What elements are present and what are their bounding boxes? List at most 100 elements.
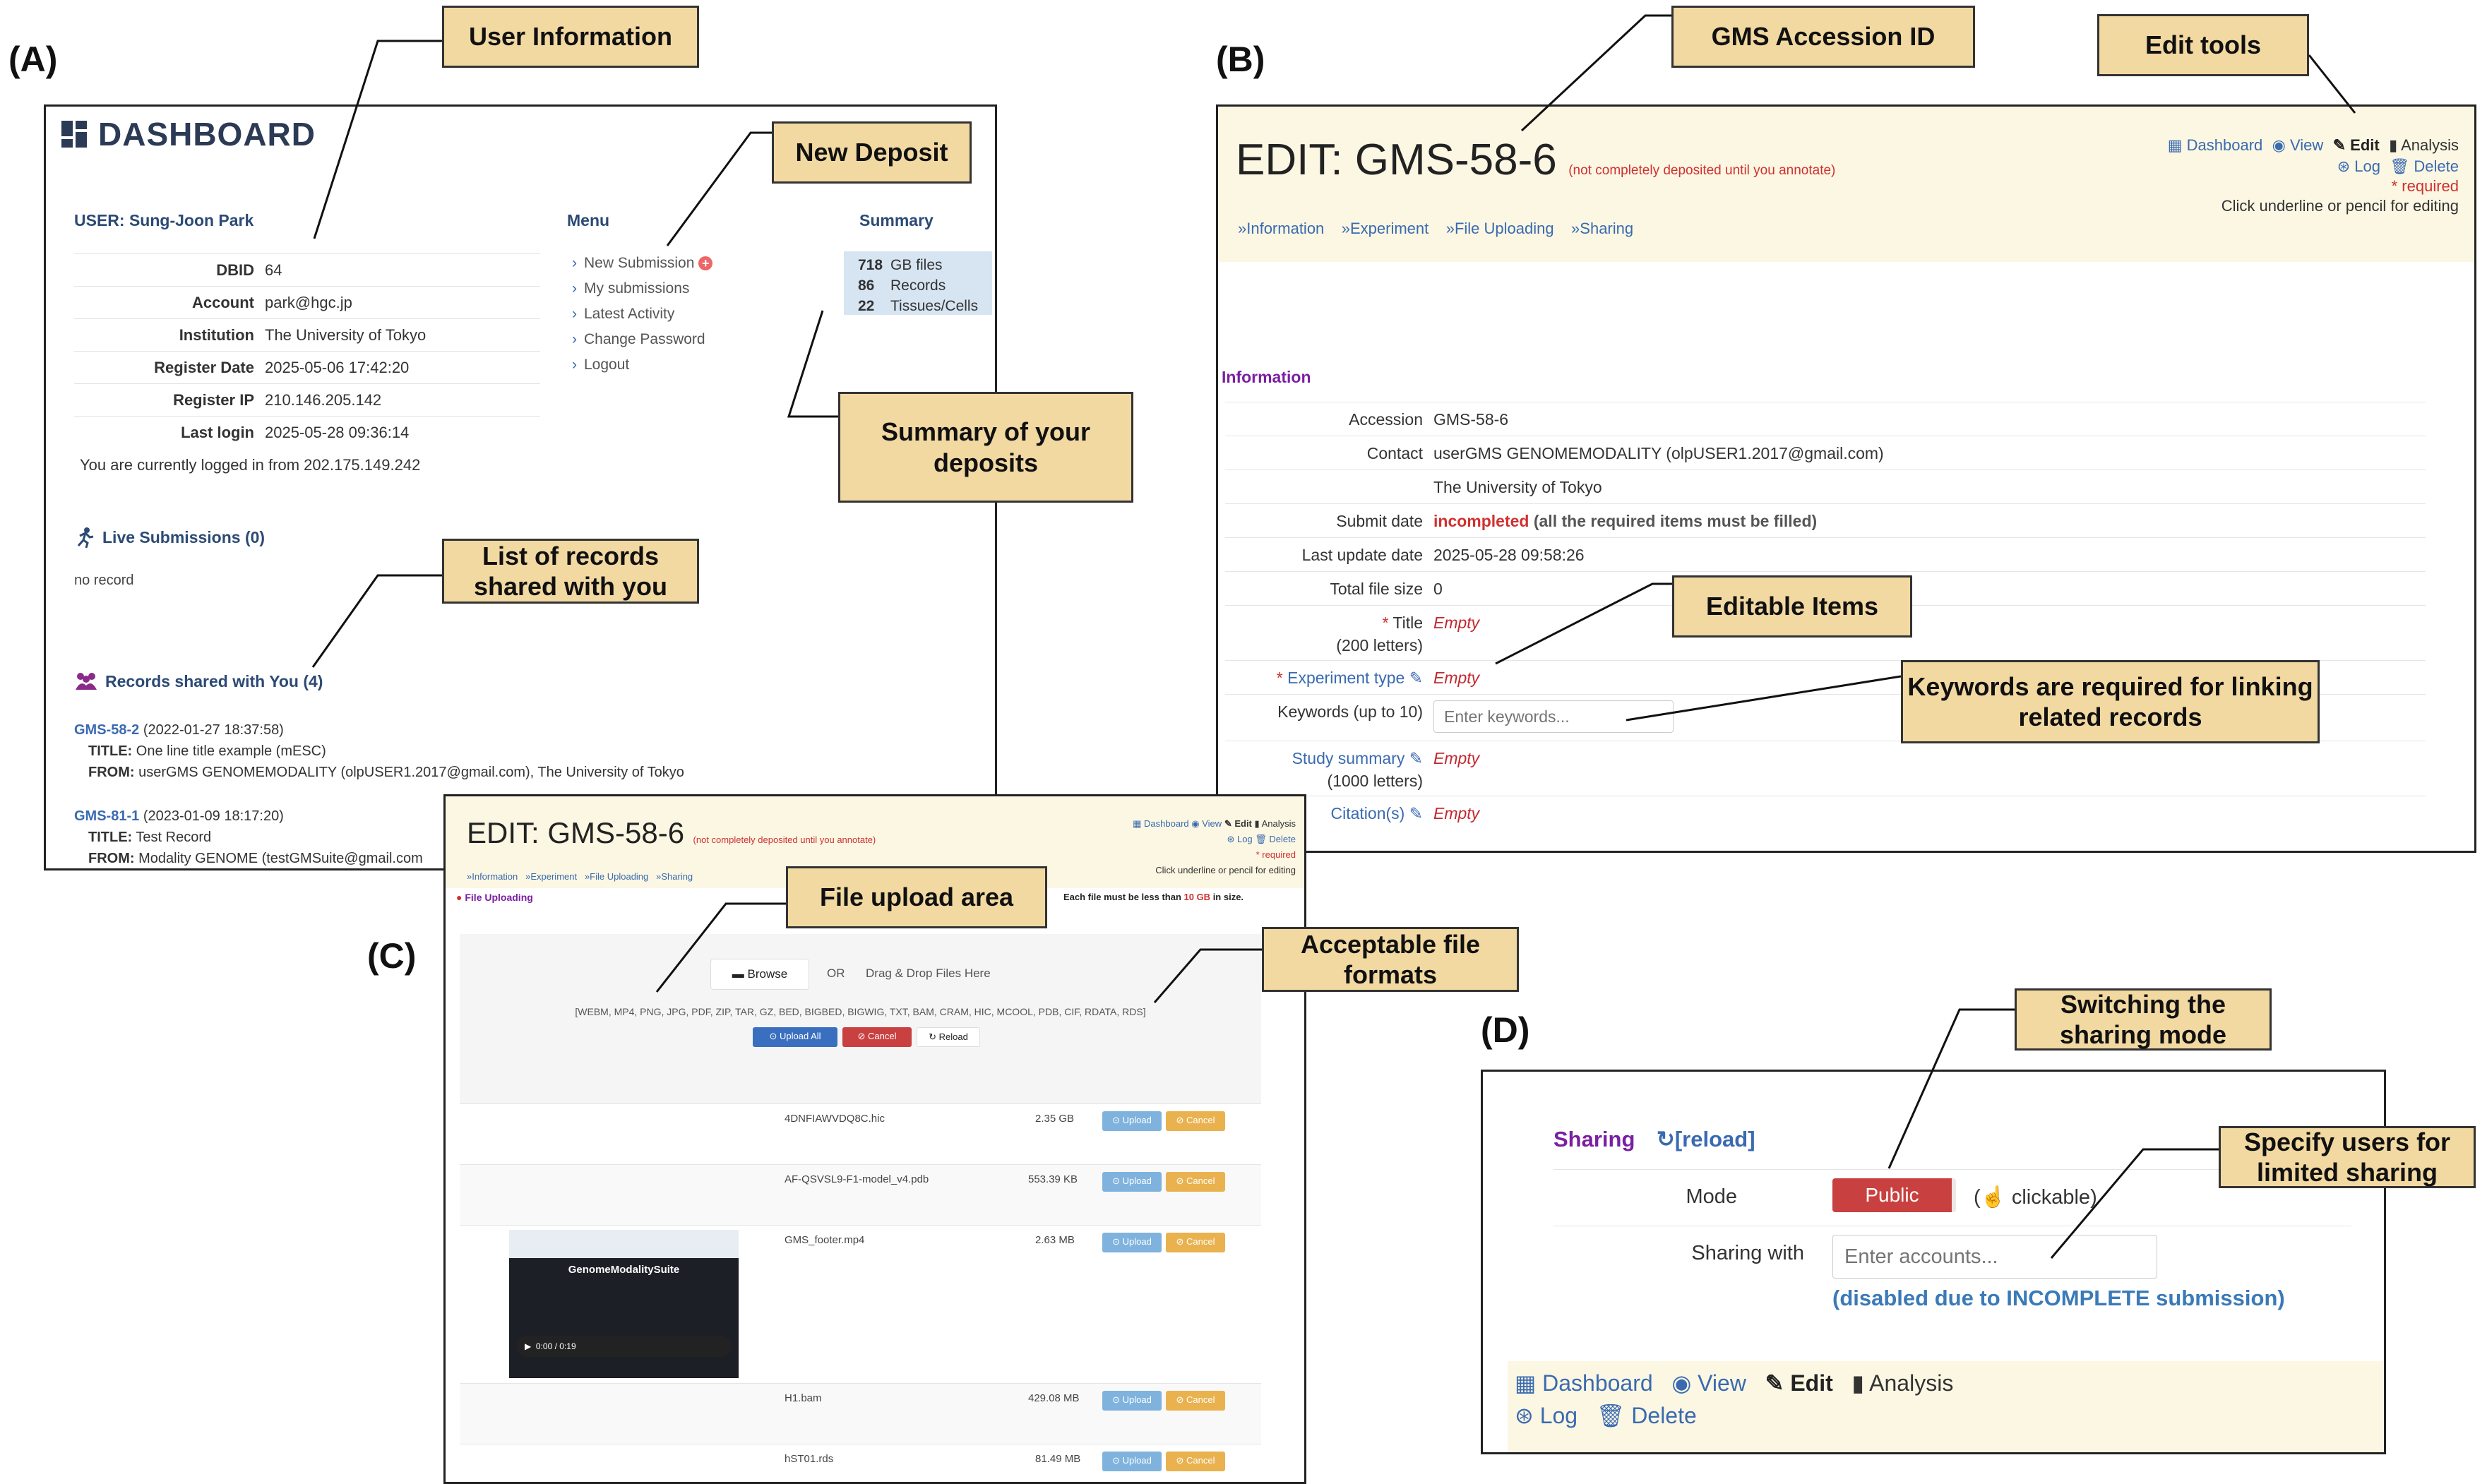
tool-delete[interactable]: 🗑 Delete bbox=[2390, 157, 2459, 175]
edit-hint: Click underline or pencil for editing bbox=[2221, 197, 2459, 215]
file-upload-button[interactable]: ⊙ Upload bbox=[1102, 1172, 1162, 1192]
row-experiment-type: * Experiment type ✎ Empty bbox=[1225, 660, 2426, 694]
tool-log[interactable]: ⊛ Log bbox=[1515, 1403, 1578, 1428]
menu-logout[interactable]: ›Logout bbox=[572, 357, 630, 373]
chevron-right-icon: › bbox=[572, 255, 577, 271]
tool-dashboard[interactable]: ▦ Dashboard bbox=[2167, 136, 2263, 154]
pencil-icon[interactable]: ✎ bbox=[1409, 669, 1423, 687]
edit-toolbar: ▦ Dashboard ◉ View ✎ Edit ▮ Analysis ⊛ L… bbox=[2168, 136, 2459, 215]
tool-dashboard[interactable]: ▦ Dashboard bbox=[1515, 1370, 1653, 1396]
record-link-2[interactable]: GMS-81-1 bbox=[74, 808, 140, 824]
tool-view[interactable]: ◉ View bbox=[2272, 136, 2324, 154]
reload-icon: ↻ bbox=[1656, 1127, 1675, 1151]
upload-all-button[interactable]: ⊙ Upload All bbox=[753, 1027, 837, 1047]
trash-icon: 🗑 bbox=[1596, 1403, 1626, 1428]
video-browser-bar bbox=[509, 1230, 739, 1258]
mode-toggle[interactable]: Public bbox=[1832, 1178, 1956, 1212]
file-size-note: Each file must be less than 10 GB in siz… bbox=[1063, 892, 1244, 902]
no-record-text: no record bbox=[74, 573, 134, 588]
file-cancel-button[interactable]: ⊘ Cancel bbox=[1166, 1452, 1225, 1471]
tool-delete[interactable]: 🗑 Delete bbox=[1596, 1403, 1697, 1428]
tool-analysis[interactable]: ▮ Analysis bbox=[2389, 136, 2459, 154]
folder-icon: ▬ bbox=[732, 967, 744, 981]
alert-icon: ● bbox=[456, 892, 463, 903]
shared-records-header: Records shared with You (4) bbox=[74, 671, 323, 691]
tab-experiment[interactable]: »Experiment bbox=[1341, 220, 1429, 237]
tab-sharing[interactable]: »Sharing bbox=[1571, 220, 1634, 237]
pencil-icon: ✎ bbox=[2332, 136, 2346, 154]
video-controls[interactable]: ▶ 0:00 / 0:19 bbox=[516, 1336, 732, 1357]
panel-label-b: (B) bbox=[1216, 40, 1265, 79]
bar-chart-icon: ▮ bbox=[2389, 136, 2398, 154]
file-upload-button[interactable]: ⊙ Upload bbox=[1102, 1233, 1162, 1252]
trash-icon: 🗑 bbox=[2390, 157, 2410, 175]
tool-view[interactable]: ◉ View bbox=[1671, 1370, 1746, 1396]
edit-title-line: EDIT: GMS-58-6 (not completely deposited… bbox=[1236, 135, 1835, 185]
file-cancel-button[interactable]: ⊘ Cancel bbox=[1166, 1391, 1225, 1411]
tab-file-uploading[interactable]: »File Uploading bbox=[1445, 220, 1554, 237]
tool-analysis[interactable]: ▮ Analysis bbox=[1254, 818, 1296, 829]
tool-analysis[interactable]: ▮ Analysis bbox=[1851, 1370, 1954, 1396]
file-cancel-button[interactable]: ⊘ Cancel bbox=[1166, 1233, 1225, 1252]
citation-value[interactable]: Empty bbox=[1433, 804, 1480, 822]
file-upload-button[interactable]: ⊙ Upload bbox=[1102, 1111, 1162, 1131]
clickable-hint: (☝ clickable) bbox=[1974, 1186, 2097, 1209]
chevron-right-icon: › bbox=[572, 331, 577, 347]
menu-change-password[interactable]: ›Change Password bbox=[572, 331, 705, 347]
file-cancel-button[interactable]: ⊘ Cancel bbox=[1166, 1111, 1225, 1131]
file-row: hST01.rds 81.49 MB ⊙ Upload ⊘ Cancel bbox=[460, 1444, 1261, 1482]
menu-my-submissions[interactable]: ›My submissions bbox=[572, 280, 690, 297]
callout-edit-tools: Edit tools bbox=[2097, 14, 2309, 76]
pencil-icon: ✎ bbox=[1765, 1370, 1784, 1396]
file-cancel-button[interactable]: ⊘ Cancel bbox=[1166, 1172, 1225, 1192]
menu-new-submission[interactable]: ›New Submission + bbox=[572, 255, 713, 272]
file-upload-button[interactable]: ⊙ Upload bbox=[1102, 1452, 1162, 1471]
sharing-reload-link[interactable]: ↻[reload] bbox=[1656, 1127, 1755, 1151]
file-upload-button[interactable]: ⊙ Upload bbox=[1102, 1391, 1162, 1411]
tool-delete[interactable]: 🗑 Delete bbox=[1255, 834, 1296, 844]
browse-button[interactable]: ▬ Browse bbox=[710, 959, 809, 990]
menu-title: Menu bbox=[567, 211, 610, 229]
video-preview[interactable]: GenomeModalitySuite ▶ 0:00 / 0:19 bbox=[509, 1230, 739, 1378]
callout-new-deposit: New Deposit bbox=[772, 121, 972, 184]
reload-button[interactable]: ↻ Reload bbox=[917, 1027, 980, 1047]
study-summary-value[interactable]: Empty bbox=[1433, 749, 1480, 767]
tool-edit[interactable]: ✎ Edit bbox=[1224, 818, 1252, 829]
edit-tabs: »Information »Experiment »File Uploading… bbox=[1238, 220, 1633, 238]
hand-pointer-icon: ☝ bbox=[1980, 1186, 2006, 1209]
experiment-type-value[interactable]: Empty bbox=[1433, 669, 1480, 687]
pencil-icon[interactable]: ✎ bbox=[1409, 749, 1423, 767]
user-header: USER: Sung-Joon Park bbox=[74, 211, 254, 229]
pencil-icon[interactable]: ✎ bbox=[1409, 804, 1423, 822]
tool-log[interactable]: ⊛ Log bbox=[2337, 157, 2380, 175]
sharing-accounts-input[interactable] bbox=[1832, 1235, 2157, 1279]
callout-editable-items: Editable Items bbox=[1672, 575, 1912, 638]
tool-edit[interactable]: ✎ Edit bbox=[1765, 1370, 1833, 1396]
callout-summary: Summary of your deposits bbox=[838, 392, 1133, 503]
tool-dashboard[interactable]: ▦ Dashboard bbox=[1133, 818, 1189, 829]
chevron-right-icon: › bbox=[572, 357, 577, 373]
file-row: H1.bam 429.08 MB ⊙ Upload ⊘ Cancel bbox=[460, 1383, 1261, 1444]
tool-log[interactable]: ⊛ Log bbox=[1227, 834, 1253, 844]
cancel-all-button[interactable]: ⊘ Cancel bbox=[842, 1027, 912, 1047]
mode-row: Mode Public (☝ clickable) bbox=[1553, 1169, 2351, 1226]
keywords-input[interactable] bbox=[1433, 700, 1674, 733]
reload-icon: ↻ bbox=[929, 1031, 937, 1042]
deposit-note: (not completely deposited until you anno… bbox=[1568, 163, 1836, 178]
tab-information[interactable]: »Information bbox=[1238, 220, 1325, 237]
file-row-video: GenomeModalitySuite ▶ 0:00 / 0:19 GMS_fo… bbox=[460, 1225, 1261, 1383]
dashboard-title: DASHBOARD bbox=[98, 116, 316, 152]
summary-title: Summary bbox=[859, 211, 934, 229]
tool-edit[interactable]: ✎ Edit bbox=[2332, 136, 2380, 154]
upload-deposit-note: (not completely deposited until you anno… bbox=[693, 834, 876, 845]
menu-latest-activity[interactable]: ›Latest Activity bbox=[572, 306, 675, 322]
section-information: Information bbox=[1222, 368, 1311, 386]
title-value[interactable]: Empty bbox=[1433, 614, 1480, 632]
tool-view[interactable]: ◉ View bbox=[1191, 818, 1222, 829]
sharing-header: Sharing ↻[reload] bbox=[1553, 1127, 1755, 1152]
record-link-1[interactable]: GMS-58-2 bbox=[74, 722, 140, 738]
